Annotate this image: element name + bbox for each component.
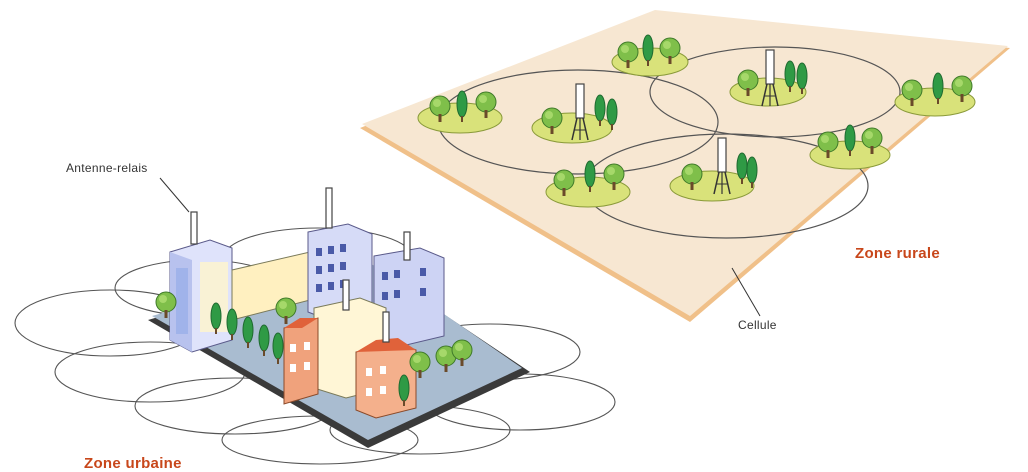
- rural-tree-island: [417, 90, 503, 134]
- urban-buildings: [169, 223, 445, 419]
- antenna-tower: [190, 211, 198, 245]
- antenna-tower: [325, 187, 333, 229]
- antenna-tower: [382, 311, 390, 343]
- antenna-label: Antenne-relais: [66, 161, 148, 175]
- urban-antennas: [190, 187, 411, 343]
- antenna-tower: [342, 279, 350, 311]
- rural-tree-island: [611, 34, 689, 77]
- rural-tree-island: [894, 72, 976, 117]
- rural-tree-island: [545, 160, 631, 208]
- rural-tree-island: [809, 124, 891, 170]
- rural-tree-island: [669, 152, 758, 202]
- antenna-tower: [403, 231, 411, 261]
- cell-label: Cellule: [738, 318, 777, 332]
- cell-leader-line: [731, 267, 761, 317]
- urban-zone-label: Zone urbaine: [84, 455, 182, 472]
- rural-tree-island: [531, 94, 618, 144]
- antenna-leader-line: [159, 177, 190, 213]
- rural-zone-label: Zone rurale: [855, 245, 940, 262]
